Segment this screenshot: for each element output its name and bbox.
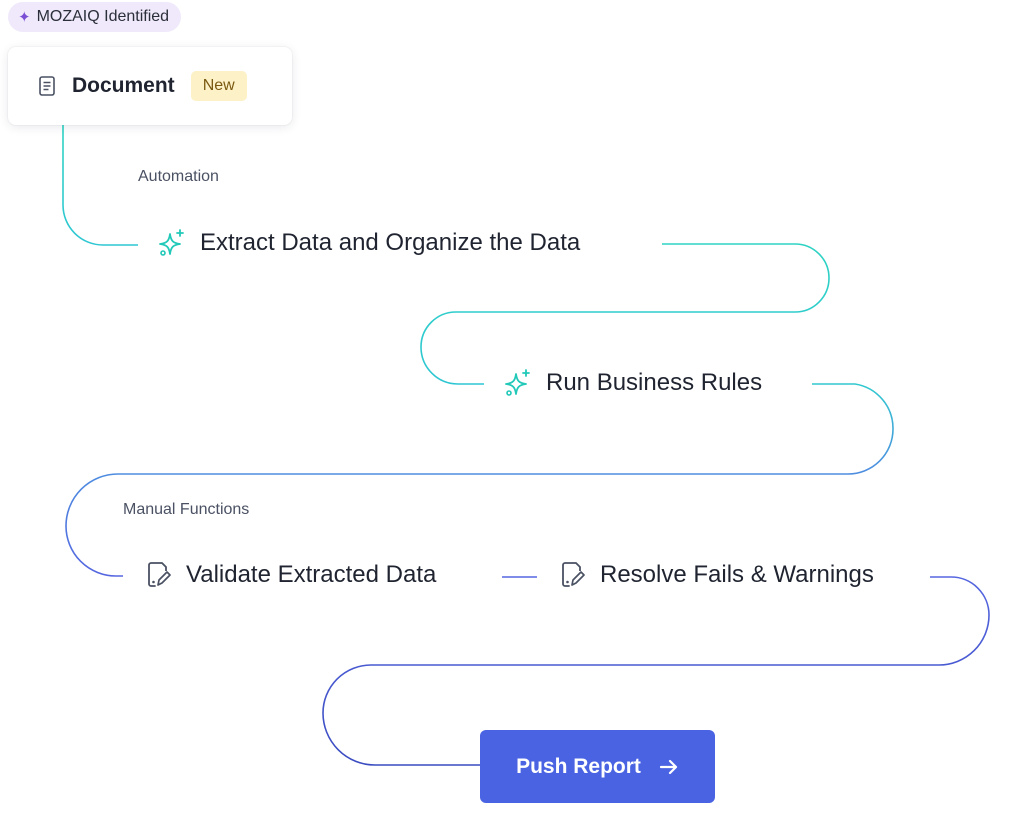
connector-document-extract <box>62 125 138 246</box>
badge-label: MOZAIQ Identified <box>36 8 170 25</box>
step-resolve-fails-warnings[interactable]: Resolve Fails & Warnings <box>554 561 880 589</box>
step-resolve-label: Resolve Fails & Warnings <box>600 561 874 588</box>
edit-document-icon <box>560 561 586 589</box>
arrow-right-icon <box>659 758 679 776</box>
step-validate-label: Validate Extracted Data <box>186 561 437 588</box>
step-validate-extracted-data[interactable]: Validate Extracted Data <box>140 561 443 589</box>
step-extract-label: Extract Data and Organize the Data <box>200 229 581 256</box>
document-card[interactable]: Document New <box>8 47 292 125</box>
sparkle-icon: ✦ <box>18 8 31 26</box>
mozaiq-identified-badge: ✦ MOZAIQ Identified <box>8 2 182 32</box>
sparkles-icon <box>504 368 532 398</box>
section-label-automation: Automation <box>138 168 219 185</box>
connector-extract-rules <box>420 243 830 385</box>
step-run-business-rules[interactable]: Run Business Rules <box>498 368 769 398</box>
section-label-manual-functions: Manual Functions <box>123 501 250 518</box>
document-icon <box>38 76 56 96</box>
connector-resolve-push <box>322 576 990 766</box>
new-badge: New <box>190 71 247 101</box>
connector-rules-validate <box>65 383 894 577</box>
sparkles-icon <box>158 228 186 258</box>
document-title: Document <box>72 74 175 97</box>
push-report-button[interactable]: Push Report <box>480 730 715 803</box>
push-report-label: Push Report <box>516 754 641 778</box>
step-extract-data[interactable]: Extract Data and Organize the Data <box>152 228 587 258</box>
step-rules-label: Run Business Rules <box>546 369 763 396</box>
edit-document-icon <box>146 561 172 589</box>
